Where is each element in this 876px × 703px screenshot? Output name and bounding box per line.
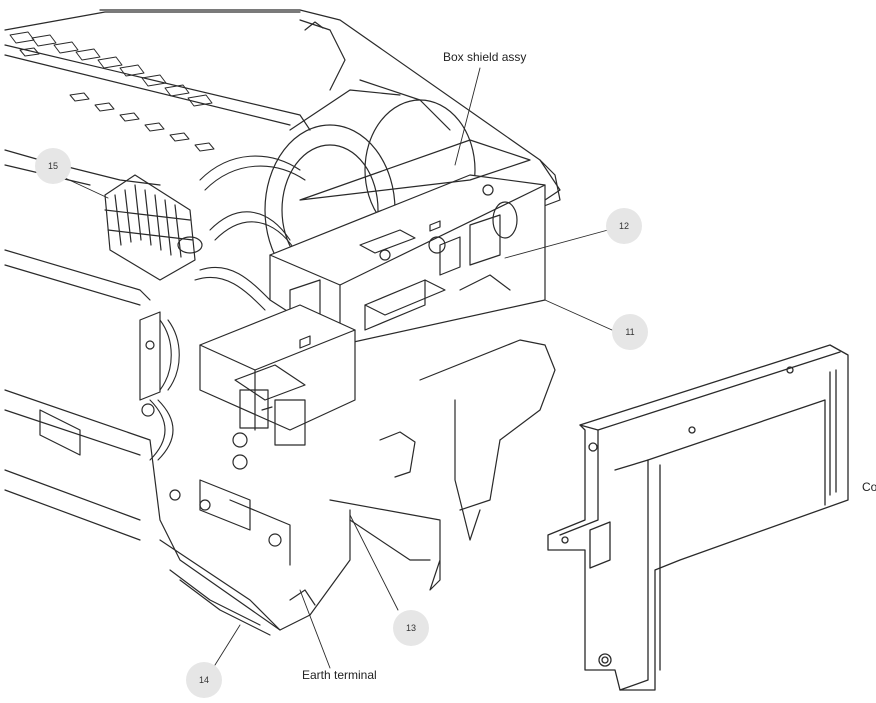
label-box-shield-assy: Box shield assy	[443, 50, 527, 64]
wiring-harness	[149, 155, 306, 461]
coil-component	[104, 174, 203, 281]
callout-13: 13	[393, 610, 429, 646]
lower-chassis	[4, 311, 556, 636]
shield-bracket-part	[547, 344, 849, 691]
callout-11: 11	[612, 314, 648, 350]
callout-12: 12	[606, 208, 642, 244]
label-cut-off: Co	[862, 480, 876, 494]
callout-14: 14	[186, 662, 222, 698]
grille-slots	[9, 31, 215, 152]
label-earth-terminal: Earth terminal	[302, 668, 377, 682]
callout-15: 15	[35, 148, 71, 184]
terminal-block-housing	[199, 304, 356, 470]
leader-lines	[64, 67, 613, 669]
